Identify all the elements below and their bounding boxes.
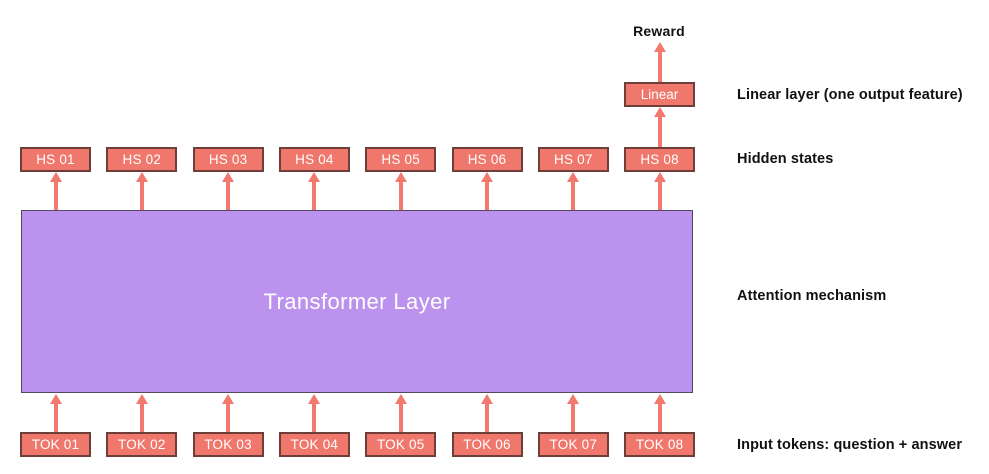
arrow-token-to-transformer <box>222 394 235 432</box>
arrow-token-to-transformer <box>394 394 407 432</box>
input-token-box: TOK 06 <box>451 432 523 457</box>
hidden-state-box: HS 05 <box>365 147 437 172</box>
input-token-box: TOK 03 <box>192 432 264 457</box>
arrow-transformer-to-hs <box>135 172 148 210</box>
arrow-transformer-to-hs <box>222 172 235 210</box>
arrow-hs08-to-linear <box>653 107 666 147</box>
input-token-box: TOK 08 <box>624 432 696 457</box>
arrow-transformer-to-hs <box>308 172 321 210</box>
arrow-transformer-to-hs <box>49 172 62 210</box>
arrow-transformer-to-hs <box>481 172 493 210</box>
annotation-attention-mechanism: Attention mechanism <box>737 288 887 304</box>
arrow-transformer-to-hs <box>567 172 580 210</box>
hidden-state-box: HS 04 <box>278 147 350 172</box>
input-token-box: TOK 05 <box>365 432 437 457</box>
annotation-hidden-states: Hidden states <box>737 151 834 167</box>
arrow-transformer-to-hs <box>394 172 407 210</box>
arrow-token-to-transformer <box>135 394 148 432</box>
input-token-box: TOK 01 <box>20 432 91 457</box>
arrow-token-to-transformer <box>653 394 666 432</box>
annotation-linear-layer: Linear layer (one output feature) <box>737 87 963 103</box>
arrow-token-to-transformer <box>308 394 321 432</box>
input-token-box: TOK 07 <box>537 432 609 457</box>
reward-label: Reward <box>633 23 685 39</box>
arrow-transformer-to-hs <box>653 172 666 210</box>
input-token-box: TOK 02 <box>106 432 178 457</box>
input-token-box: TOK 04 <box>278 432 350 457</box>
arrow-token-to-transformer <box>567 394 580 432</box>
transformer-layer-box: Transformer Layer <box>21 210 693 393</box>
hidden-state-box: HS 01 <box>20 147 91 172</box>
hidden-state-box: HS 08 <box>624 147 696 172</box>
arrow-token-to-transformer <box>481 394 493 432</box>
arrow-token-to-transformer <box>49 394 62 432</box>
hidden-state-box: HS 03 <box>192 147 264 172</box>
annotation-input-tokens: Input tokens: question + answer <box>737 437 963 453</box>
hidden-state-box: HS 07 <box>537 147 609 172</box>
linear-layer-box: Linear <box>624 82 695 107</box>
arrow-linear-to-reward <box>653 42 666 82</box>
hidden-state-box: HS 06 <box>451 147 523 172</box>
hidden-state-box: HS 02 <box>106 147 178 172</box>
